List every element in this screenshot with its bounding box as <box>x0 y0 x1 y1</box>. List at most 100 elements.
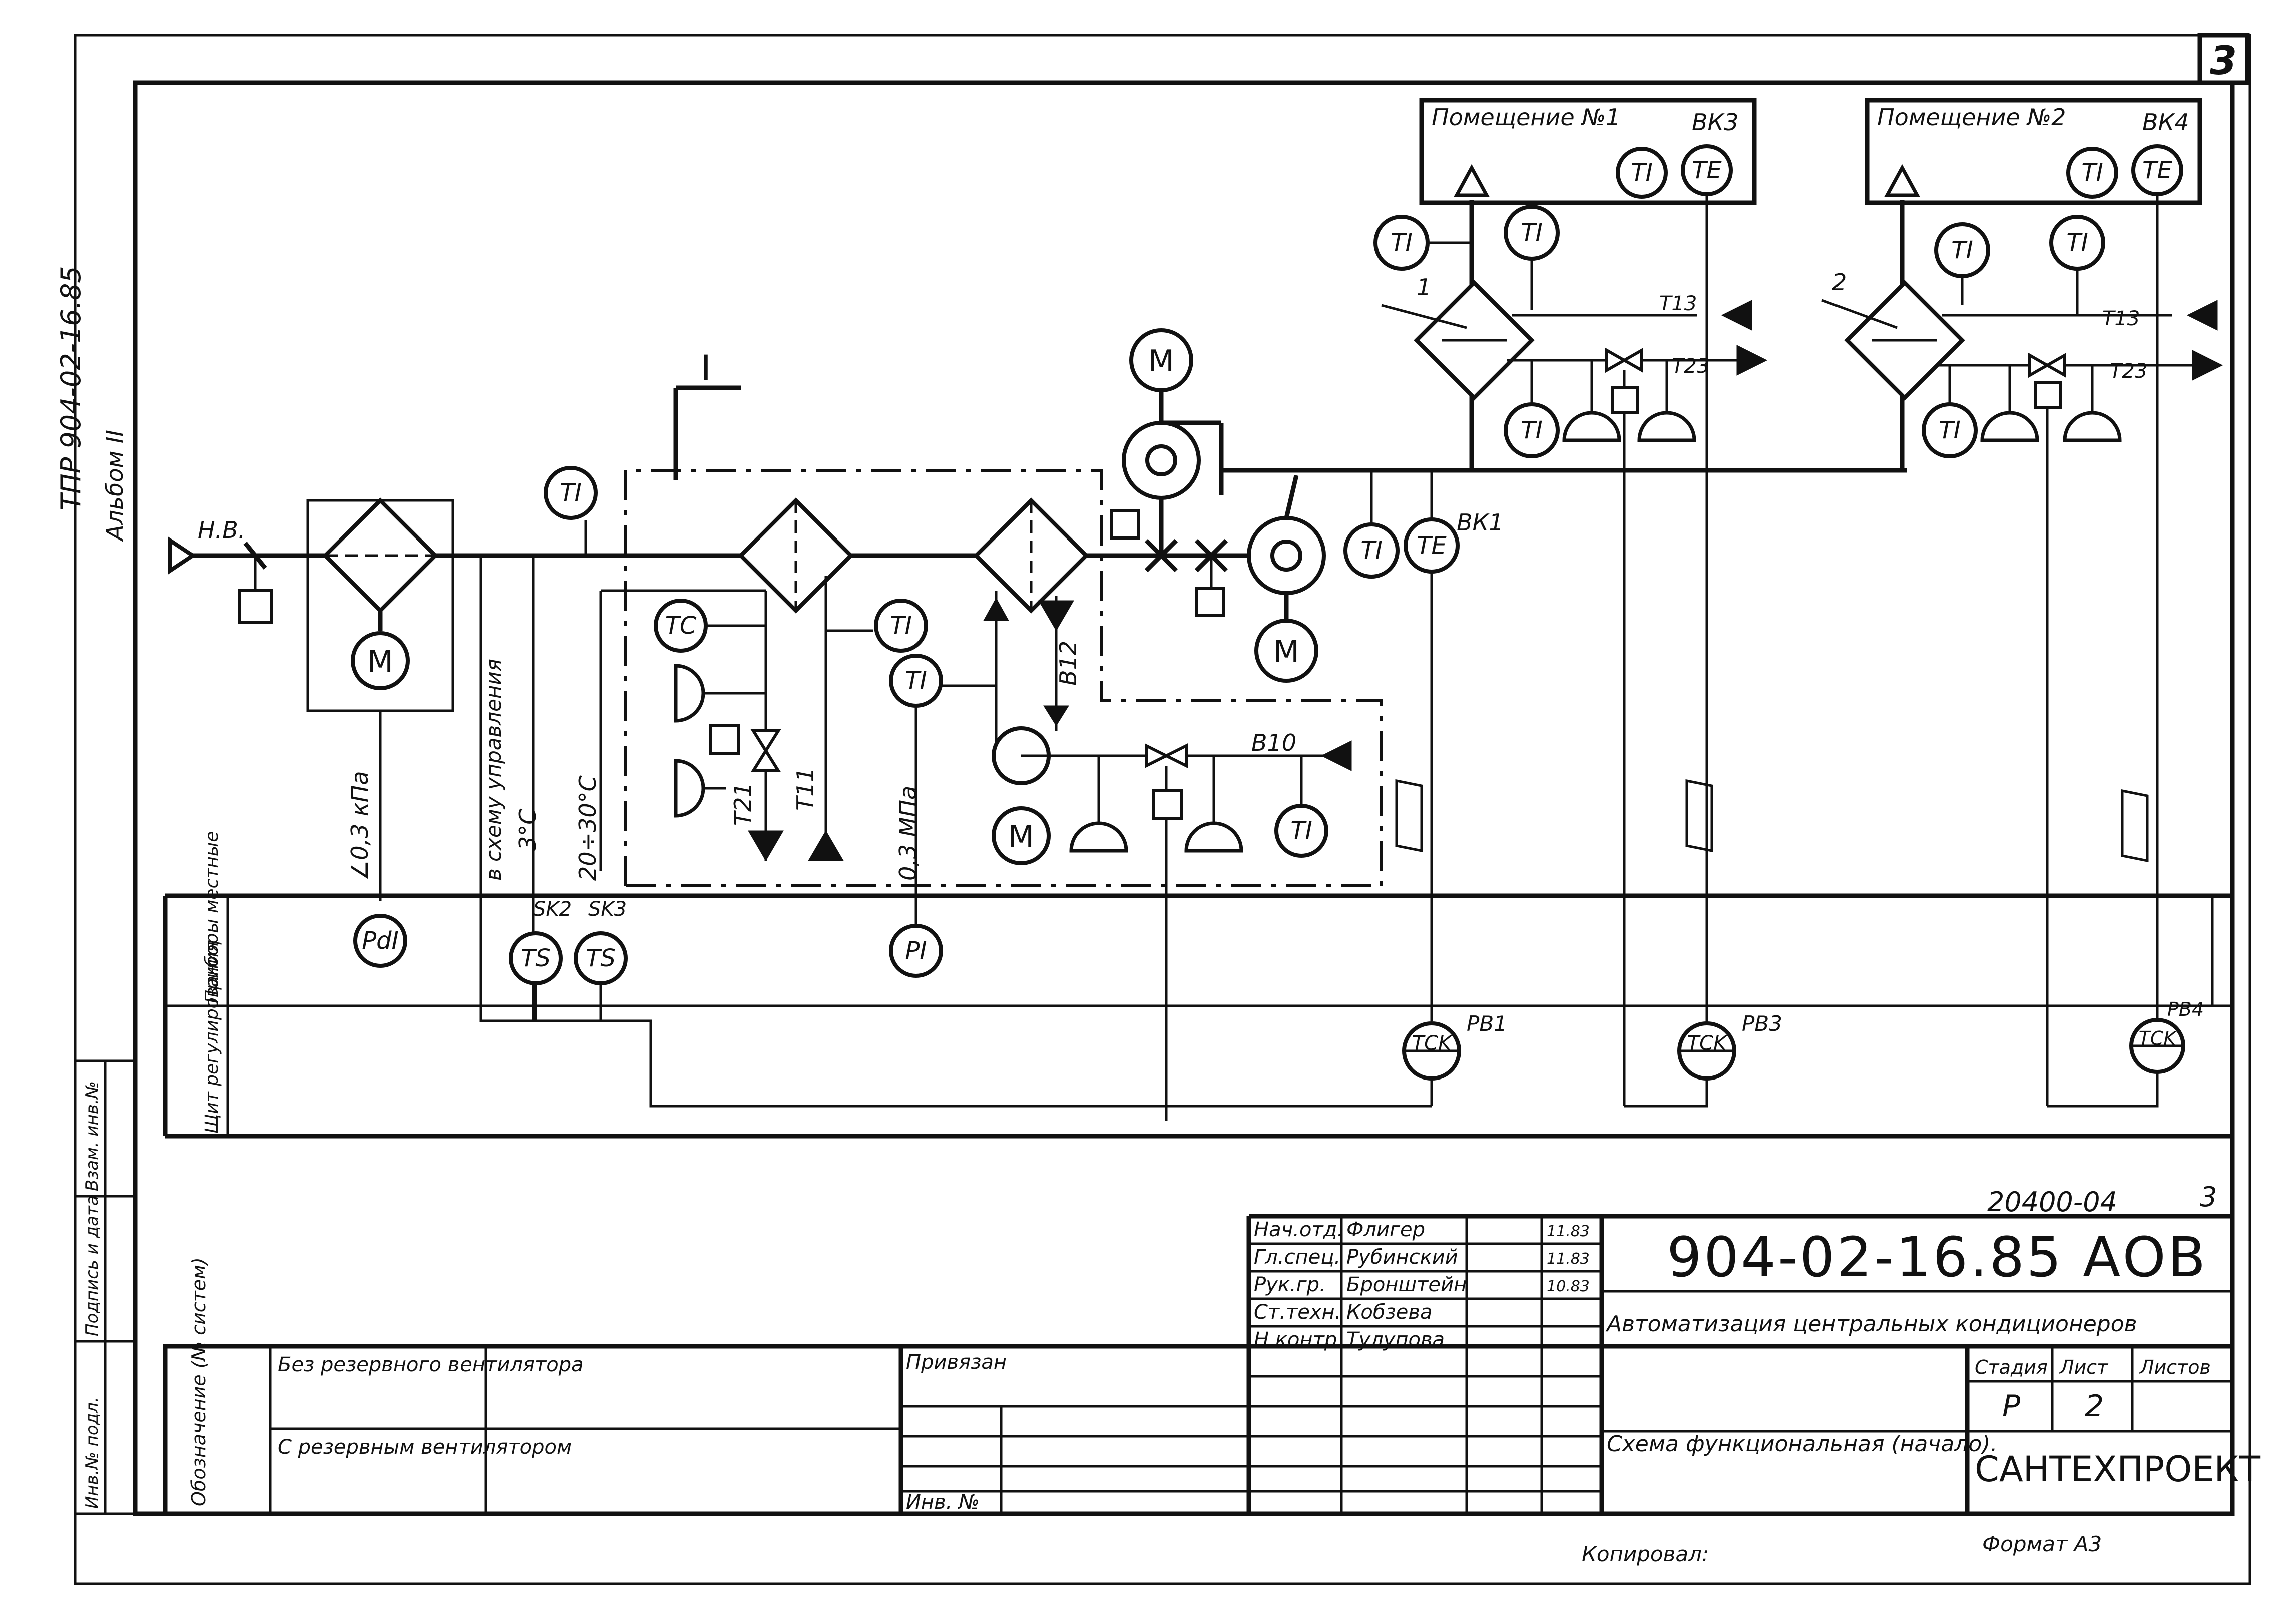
legend-item-1: Без резервного вентилятора <box>278 1353 584 1376</box>
motor-pump-label: М <box>1008 819 1034 854</box>
section-i: I <box>624 348 1383 887</box>
b12-label: В12 <box>1055 641 1082 686</box>
outdoor-air-inlet: Н.В. <box>168 516 273 624</box>
air-duct <box>190 200 1907 558</box>
sheets-header: Листов <box>2139 1356 2211 1378</box>
b10-label: В10 <box>1251 729 1296 756</box>
person-date-1: 11.83 <box>1547 1223 1590 1240</box>
sheet-number-box <box>2197 33 2250 85</box>
sk3-label: SK3 <box>588 898 627 921</box>
section-mark: I <box>701 348 711 389</box>
ti-zone-1a: TI <box>1391 229 1412 257</box>
tck-3: TCK <box>1687 1032 1728 1055</box>
room-2: Помещение №2 ВК4 TI TE <box>1865 98 2202 1021</box>
instrument-rows: Приборы местные Щит регулирования <box>163 831 2232 1139</box>
supply-fans: М М TI TE ВК1 <box>1110 328 1503 1021</box>
te-room-2: TE <box>2142 156 2172 184</box>
panel-mark-3 <box>2121 789 2149 863</box>
legend-header: Обозначение (№ систем) <box>188 1257 210 1506</box>
pump-unit: В12 В10 М TI TI <box>889 497 1352 1121</box>
tck-1: TCK <box>1412 1032 1453 1055</box>
stamp-sign-date: Подпись и дата <box>82 1195 102 1336</box>
ti-supply: TI <box>1360 536 1382 565</box>
tck-4: TCK <box>2139 1027 2178 1049</box>
panel-mark-1 <box>1395 779 1423 853</box>
ti-pump: TI <box>905 667 927 695</box>
format-label: Формат А3 <box>1982 1532 2102 1556</box>
bk1-label: ВК1 <box>1457 509 1503 536</box>
pi-local: PI <box>905 937 927 965</box>
ti-return: TI <box>1290 817 1312 845</box>
ts-local-2: TS <box>586 944 616 972</box>
row-panel-label: Щит регулирования <box>202 941 222 1134</box>
binding-label: Привязан <box>906 1351 1007 1374</box>
person-role-2: Гл.спец. <box>1254 1246 1340 1269</box>
archive-number: 20400-04 <box>1987 1186 2117 1218</box>
stamp-vzam-inv: Взам. инв.№ <box>82 1081 102 1191</box>
ts-local-1: TS <box>521 944 551 972</box>
sheet-header: Лист <box>2059 1356 2109 1378</box>
document-title: Схема функциональная (начало). <box>1607 1431 1997 1457</box>
room-1: Помещение №1 ВК3 TI TE <box>1419 98 1757 1041</box>
left-stamp: Инв.№ подл. Подпись и дата Взам. инв.№ <box>74 1059 137 1515</box>
motor-1-label: М <box>367 644 393 679</box>
t23-b-label: Т23 <box>2110 360 2147 383</box>
legend-item-2: С резервным вентилятором <box>278 1436 572 1459</box>
ti-zone-2a: TI <box>1951 236 1973 264</box>
inner-frame <box>133 80 2235 1516</box>
person-name-4: Кобзева <box>1346 1301 1433 1324</box>
motor-fan-2-label: М <box>1273 634 1299 669</box>
ti-zone-1c: TI <box>1521 416 1542 444</box>
person-date-3: 10.83 <box>1547 1278 1590 1295</box>
side-album: Альбом II <box>101 430 128 542</box>
sheet-value: 2 <box>2085 1389 2104 1424</box>
t23-a-label: Т23 <box>1672 355 1709 378</box>
t13-a-label: Т13 <box>1659 292 1697 315</box>
heater-2-label: 2 <box>1832 269 1847 296</box>
title-block <box>898 1214 2232 1514</box>
temp-3-label: 3°С <box>514 809 541 851</box>
stage-value: Р <box>2002 1389 2021 1424</box>
person-role-3: Рук.гр. <box>1254 1273 1326 1296</box>
stage-header: Стадия <box>1975 1356 2048 1378</box>
ti-heater: TI <box>890 612 911 640</box>
to-control-label: в схему управления <box>481 659 506 881</box>
ti-zone-1b: TI <box>1521 219 1542 247</box>
pb1-label: РВ1 <box>1467 1011 1507 1036</box>
filter-unit: М <box>306 497 454 901</box>
person-name-1: Флигер <box>1346 1218 1425 1241</box>
outdoor-air-label: Н.В. <box>198 516 245 544</box>
person-name-5: Тулупова <box>1346 1328 1445 1351</box>
sk2-label: SK2 <box>533 898 572 921</box>
t13-b-label: Т13 <box>2102 307 2140 330</box>
room-2-code: ВК4 <box>2142 109 2189 136</box>
legend-table: Обозначение (№ систем) Без резервного ве… <box>163 1257 903 1516</box>
pressure-mpa-label: 0,3 МПа <box>894 786 922 881</box>
row-local-label: Приборы местные <box>202 831 222 1003</box>
person-date-2: 11.83 <box>1547 1250 1590 1268</box>
zone-heater-2: TI TI 2 Т13 Т23 TI <box>1821 215 2223 1106</box>
pdi-local: PdI <box>362 927 399 955</box>
copied-by: Копировал: <box>1582 1542 1709 1566</box>
zone-heater-1: TI TI 1 Т13 Т23 TI <box>1373 205 1768 1106</box>
sheet-corner: 3 <box>2200 1181 2217 1213</box>
person-role-4: Ст.техн. <box>1254 1301 1341 1324</box>
person-role-5: Н.контр. <box>1254 1328 1343 1351</box>
person-name-2: Рубинский <box>1346 1246 1458 1269</box>
room-1-code: ВК3 <box>1692 109 1738 136</box>
sheet-number: 3 <box>2210 39 2237 84</box>
project-title: Автоматизация центральных кондиционеров <box>1605 1311 2137 1337</box>
t11-label: Т11 <box>792 767 819 811</box>
t21-label: Т21 <box>729 782 756 826</box>
motor-fan-1-label: М <box>1148 344 1174 379</box>
panel-instruments: TCK РВ1 TCK РВ3 TCK РВ4 <box>1402 998 2204 1108</box>
room-1-title: Помещение №1 <box>1432 104 1620 131</box>
ti-duct-1: TI <box>560 479 581 507</box>
ti-room-1: TI <box>1631 159 1652 187</box>
air-heater: TI TC Т21 Т11 <box>599 497 928 871</box>
te-supply: TE <box>1417 531 1447 560</box>
heater-1-label: 1 <box>1417 274 1431 301</box>
person-name-3: Бронштейн <box>1346 1273 1467 1296</box>
room-2-title: Помещение №2 <box>1877 104 2066 131</box>
